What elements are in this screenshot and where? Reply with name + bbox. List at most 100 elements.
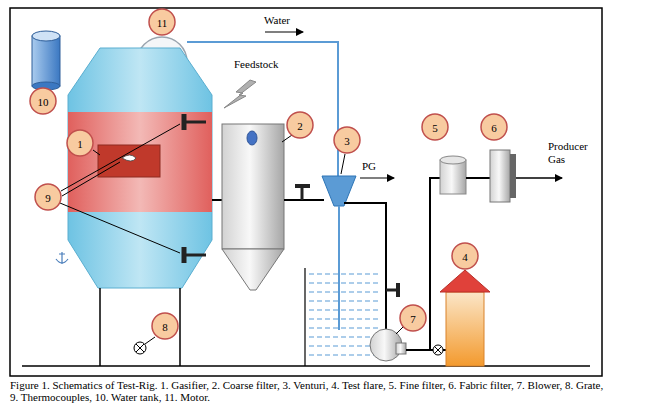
callout-circle: 1 — [66, 129, 94, 157]
valve-stem — [301, 187, 304, 200]
valve-stem — [396, 283, 400, 297]
leader-line — [341, 154, 345, 174]
water-bath — [309, 354, 378, 355]
gasifier — [68, 48, 212, 288]
callout-circle: 10 — [29, 87, 57, 115]
gasifier — [68, 112, 212, 212]
thermocouple — [184, 114, 206, 263]
water-flow-arrow — [265, 31, 303, 32]
test-flare — [440, 270, 490, 366]
water-bath — [309, 327, 378, 328]
coarse-filter — [247, 131, 257, 145]
callout-number: 4 — [462, 243, 468, 271]
water-bath — [309, 282, 378, 283]
gasifier — [98, 145, 160, 177]
thermocouple — [186, 121, 206, 124]
gasifier-legs — [100, 288, 180, 366]
callout-circle: 6 — [480, 113, 508, 141]
gasifier-legs — [179, 288, 181, 366]
drain-pipe — [338, 206, 340, 330]
callout-circle: 4 — [451, 242, 479, 270]
pipe — [430, 178, 440, 350]
fabric-filter — [490, 150, 510, 202]
part-label: Water — [264, 14, 290, 27]
grate — [136, 344, 144, 352]
leader-line — [93, 150, 100, 155]
part-label: PG — [362, 160, 376, 173]
gasifier-legs — [99, 288, 101, 366]
grate — [134, 342, 146, 354]
grate — [136, 344, 144, 352]
leader-line — [396, 327, 403, 334]
callout-circle: 8 — [151, 312, 179, 340]
water-tank — [32, 36, 60, 86]
water-bath — [309, 300, 378, 301]
valve — [433, 345, 443, 355]
callout-circle: 2 — [286, 111, 314, 139]
callout-circle: 7 — [399, 304, 427, 332]
anchor-symbol — [56, 252, 68, 264]
callout-circle: 11 — [148, 8, 176, 36]
callout-number: 11 — [157, 9, 168, 37]
coarse-filter — [222, 249, 284, 290]
valve-stem — [386, 289, 397, 292]
producer-gas-arrow — [516, 177, 562, 179]
thermocouple — [182, 114, 187, 130]
callout-circle: 9 — [34, 183, 62, 211]
pipe — [284, 199, 324, 201]
callout-number: 9 — [45, 184, 51, 212]
blower — [370, 329, 406, 361]
thermocouple — [186, 254, 206, 257]
feedstock-bolt — [224, 80, 256, 108]
valve — [435, 347, 442, 354]
gasifier — [68, 48, 212, 288]
floor-line — [22, 365, 590, 367]
fine-filter — [440, 156, 466, 194]
bath-wall — [304, 268, 305, 366]
pipe — [212, 199, 222, 201]
pg-arrow — [360, 177, 394, 178]
leader-line — [282, 135, 292, 142]
test-flare — [446, 292, 484, 366]
fabric-filter — [490, 150, 516, 202]
callout-number: 2 — [297, 112, 303, 140]
figure-caption: Figure 1. Schematics of Test-Rig. 1. Gas… — [10, 379, 606, 403]
callout-number: 7 — [410, 305, 416, 333]
water-bath — [309, 309, 378, 310]
fabric-filter — [510, 154, 516, 198]
callout-number: 10 — [38, 88, 49, 116]
thermocouple — [182, 247, 187, 263]
valve — [433, 345, 443, 355]
part-label: Feedstock — [234, 58, 279, 71]
part-label: Producer Gas — [548, 140, 600, 166]
valve-stem — [295, 186, 310, 200]
water-bath — [309, 291, 378, 292]
pipe — [466, 177, 490, 179]
valve-stem — [386, 283, 398, 297]
leader-line — [145, 337, 155, 344]
water-bath — [309, 274, 378, 355]
grate — [134, 342, 146, 354]
callout-number: 3 — [344, 127, 350, 155]
valve-stem — [295, 184, 310, 188]
leader-line — [60, 203, 180, 253]
fine-filter — [440, 156, 466, 164]
callout-number: 1 — [77, 130, 83, 158]
callout-circle: 3 — [333, 126, 361, 154]
callout-number: 8 — [162, 313, 168, 341]
water-tank — [32, 31, 60, 90]
leader-line — [62, 162, 120, 196]
callout-number: 5 — [432, 114, 438, 142]
figure-frame — [10, 8, 602, 376]
callout-circle: 5 — [421, 113, 449, 141]
leader-line — [61, 124, 180, 191]
fine-filter — [440, 160, 466, 194]
coarse-filter — [222, 124, 284, 290]
venturi — [322, 176, 356, 206]
water-bath — [309, 345, 378, 346]
water-bath — [309, 336, 378, 337]
valve — [435, 347, 442, 354]
water-bath — [309, 273, 378, 274]
water-bath — [309, 318, 378, 319]
